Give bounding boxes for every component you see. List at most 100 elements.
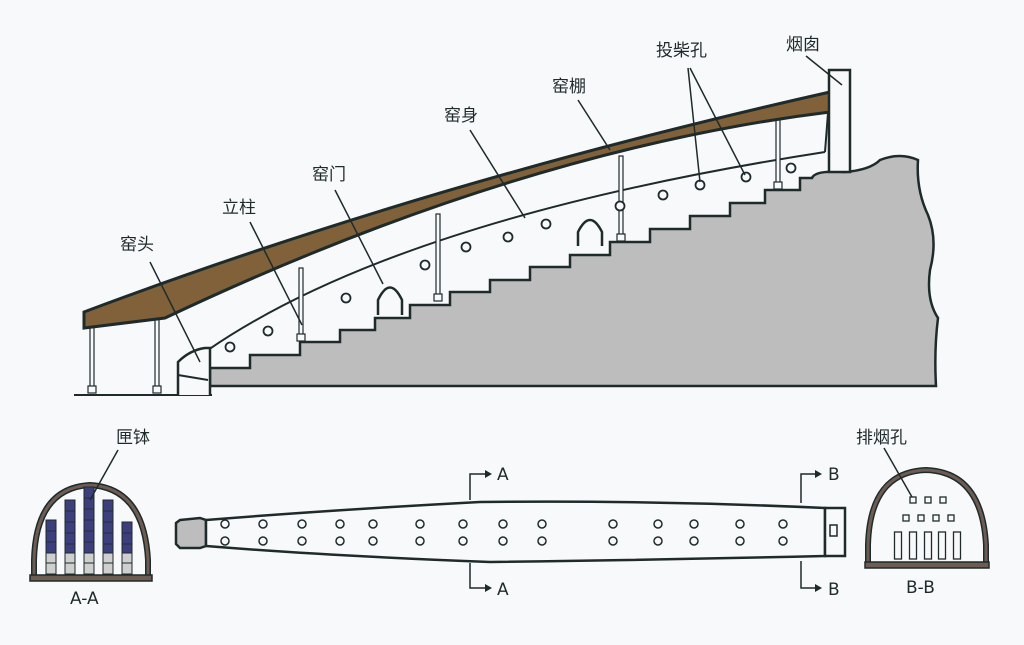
plan-hole <box>458 519 468 529</box>
plan-hole <box>458 536 468 546</box>
plan-hole <box>689 536 699 546</box>
pillar <box>298 267 304 341</box>
pillar <box>435 213 441 301</box>
label-smoke-vent: 排烟孔 <box>856 428 907 448</box>
plan-hole <box>498 536 508 546</box>
pillar-foot <box>152 385 162 394</box>
saggar-base <box>83 552 95 564</box>
pillar-foot <box>296 333 306 342</box>
kiln-body-vault <box>207 151 826 351</box>
firewood-hole <box>262 325 274 337</box>
plan-hole <box>415 536 425 546</box>
plan-chimney-flue <box>829 524 838 537</box>
leader-line <box>689 67 746 176</box>
saggar-base <box>121 562 133 575</box>
pillar-foot <box>616 233 626 242</box>
smoke-vent <box>902 514 910 522</box>
firewood-hole <box>740 171 752 183</box>
smoke-vent <box>932 514 940 522</box>
pillar-foot <box>433 293 443 302</box>
firewood-hole <box>785 162 797 174</box>
leader-line <box>687 67 701 183</box>
label-saggar: 匣钵 <box>116 428 150 448</box>
plan-hole <box>220 536 230 546</box>
plan-hole <box>415 519 425 529</box>
saggar-base <box>45 552 57 564</box>
pillar-foot <box>87 385 97 394</box>
leader-line <box>249 221 303 326</box>
leader-line <box>805 55 843 86</box>
label-kiln-body: 窑身 <box>444 106 478 126</box>
firewood-holes <box>224 162 797 353</box>
plan-hole <box>498 519 508 529</box>
label-section-b: B-B <box>906 578 935 598</box>
plan-hole <box>368 536 378 546</box>
section-mark-b-top: B <box>828 465 840 485</box>
saggar-stacks <box>45 486 133 575</box>
label-chimney: 烟囱 <box>786 35 820 55</box>
smoke-vent <box>917 514 925 522</box>
firewood-hole <box>657 189 669 201</box>
plan-hole <box>537 536 547 546</box>
leader-line <box>149 261 201 363</box>
pillar-foot <box>773 181 783 190</box>
plan-hole <box>297 536 307 546</box>
kiln-head-detail <box>177 374 209 381</box>
plan-chimney <box>823 506 847 558</box>
plan-hole <box>735 536 745 546</box>
pillar <box>618 155 624 241</box>
label-pillar: 立柱 <box>222 198 256 218</box>
plan-hole <box>258 519 268 529</box>
plan-firewood-holes <box>220 519 788 546</box>
firewood-hole <box>614 200 626 212</box>
label-section-a: A-A <box>70 589 99 609</box>
smoke-vent <box>924 496 932 504</box>
section-mark-a-top: A <box>497 465 509 485</box>
ware-column <box>893 531 903 560</box>
kiln-door <box>376 286 404 315</box>
smoke-vent <box>947 514 955 522</box>
plan-kiln-body <box>204 500 827 564</box>
plan-hole <box>653 536 663 546</box>
label-kiln-door: 窑门 <box>312 165 346 185</box>
section-mark-b-bottom: B <box>828 580 840 600</box>
plan-hole <box>297 519 307 529</box>
plan-hole <box>608 536 618 546</box>
plan-hole <box>258 536 268 546</box>
ware-column <box>923 531 933 560</box>
firewood-hole <box>340 292 352 304</box>
section-b-b: 排烟孔 B-B <box>856 428 990 598</box>
saggar-base <box>64 552 76 564</box>
chimney <box>827 68 852 174</box>
saggar-stack <box>45 519 57 554</box>
plan-hole <box>778 519 788 529</box>
pillar <box>775 117 781 189</box>
saggar-base <box>83 562 95 575</box>
pillar <box>89 325 95 393</box>
firewood-hole <box>419 259 431 271</box>
plan-hole <box>778 536 788 546</box>
section-mark-a-bottom: A <box>497 580 509 600</box>
firewood-hole <box>540 218 552 230</box>
firewood-hole <box>502 231 514 243</box>
saggar-base <box>102 562 114 575</box>
plan-hole <box>735 519 745 529</box>
section-base <box>29 574 153 582</box>
plan-view: A A B B <box>174 465 847 600</box>
section-a-a: 匣钵 A-A <box>29 428 153 609</box>
plan-hole <box>368 519 378 529</box>
saggar-base <box>102 552 114 564</box>
firewood-hole <box>224 341 236 353</box>
plan-hole <box>689 519 699 529</box>
smoke-vent <box>909 496 917 504</box>
label-firewood-hole: 投柴孔 <box>656 41 707 61</box>
leader-line <box>334 189 384 285</box>
plan-hole <box>335 519 345 529</box>
kiln-head <box>176 346 212 395</box>
plan-hole <box>220 519 230 529</box>
plan-hole <box>537 519 547 529</box>
saggar-base <box>121 552 133 564</box>
ware-column <box>937 531 947 560</box>
